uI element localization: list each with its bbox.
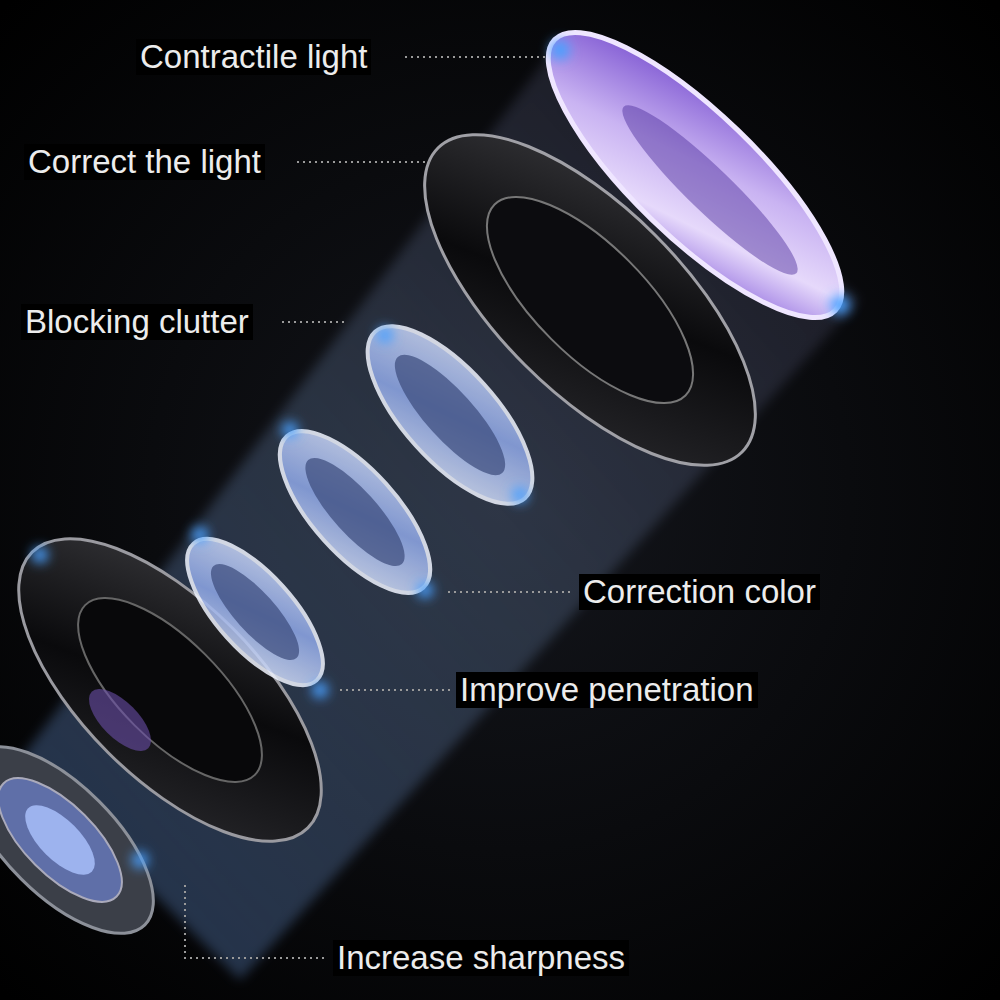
illustration-part [448, 591, 572, 593]
illustration-part [830, 295, 850, 315]
illustration-part [192, 527, 208, 543]
callout-label: Blocking clutter [21, 304, 253, 340]
illustration-part [282, 321, 348, 323]
illustration-part [199, 553, 312, 672]
illustration-part [550, 40, 570, 60]
illustration-part [340, 689, 450, 691]
illustration-part [0, 490, 370, 890]
illustration-part [417, 582, 433, 598]
illustration-part [132, 852, 148, 868]
illustration-part [79, 679, 161, 761]
illustration-part [185, 885, 326, 958]
illustration-part [14, 794, 106, 886]
leader-lines [185, 57, 572, 958]
callout-label: Correct the light [24, 144, 265, 180]
illustration-part [377, 327, 393, 343]
lower-ring [0, 490, 370, 890]
coated-lens [512, 0, 879, 355]
illustration-part [32, 547, 48, 563]
illustration-part [165, 518, 345, 706]
callout-label: Contractile light [136, 39, 371, 75]
callout-label: Increase sharpness [333, 940, 629, 976]
illustration-part [312, 682, 328, 698]
illustration-part [512, 0, 879, 355]
illustration-part [292, 445, 418, 578]
illustration-part [297, 161, 430, 163]
callout-label: Correction color [579, 574, 820, 610]
illustration-part [0, 759, 141, 922]
illustration-part [512, 487, 528, 503]
illustration-part [282, 422, 298, 438]
illustration-part [380, 341, 520, 489]
callout-label: Improve penetration [456, 672, 758, 708]
illustration-part [608, 91, 811, 289]
illustration-part [405, 56, 545, 58]
lens-5 [165, 518, 345, 706]
